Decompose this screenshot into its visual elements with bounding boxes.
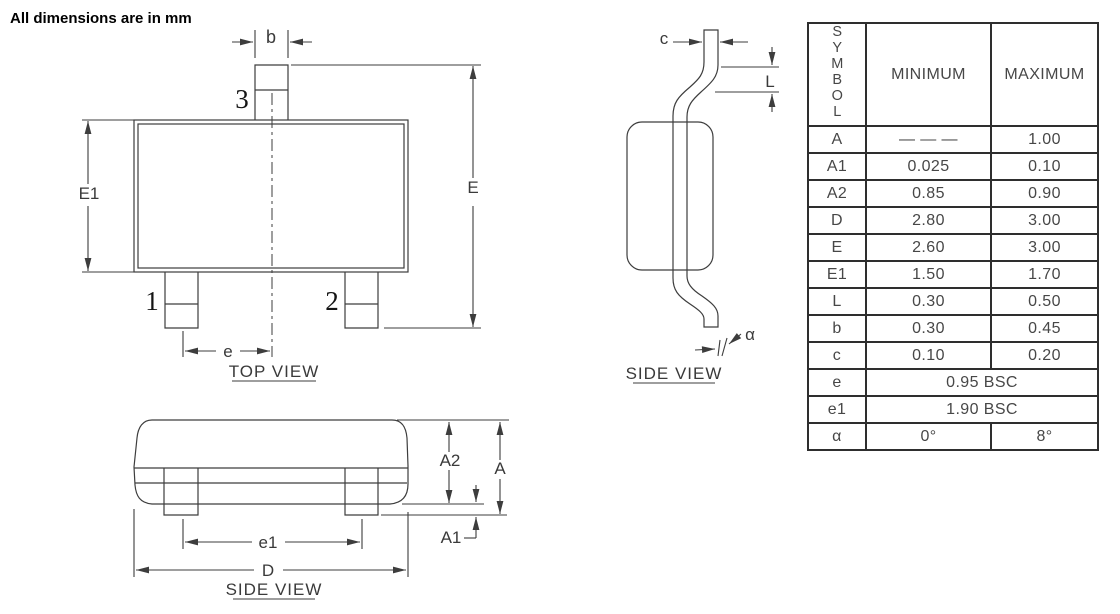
side-view-drawing: A2 A A1 e1 D SIDE VIEW <box>133 419 509 600</box>
units-note: All dimensions are in mm <box>10 10 192 27</box>
minimum-header: MINIMUM <box>865 22 992 127</box>
symbol-header-cell: SYMBOL <box>807 22 867 127</box>
symbol-cell: e <box>807 368 867 397</box>
lead-profile <box>672 29 719 328</box>
min-cell: 2.80 <box>865 206 992 235</box>
max-cell: 0.50 <box>990 287 1099 316</box>
pin3-number: 3 <box>235 84 249 114</box>
top-view-title: TOP VIEW <box>229 362 320 381</box>
symbol-cell: e1 <box>807 395 867 424</box>
package-body-inner-outline <box>137 123 405 269</box>
min-cell: 0.30 <box>865 287 992 316</box>
table-header-row: SYMBOL MINIMUM MAXIMUM <box>807 22 1099 127</box>
symbol-header: SYMBOL <box>829 24 846 120</box>
min-cell: 0.30 <box>865 314 992 343</box>
symbol-cell: α <box>807 422 867 451</box>
symbol-cell: A1 <box>807 152 867 181</box>
dim-label-alpha: α <box>745 325 755 344</box>
min-cell: 0° <box>865 422 992 451</box>
symbol-cell: b <box>807 314 867 343</box>
max-cell: 3.00 <box>990 233 1099 262</box>
table-row: A— — —1.00 <box>807 125 1099 154</box>
package-body-outline <box>133 119 409 273</box>
min-cell: 0.10 <box>865 341 992 370</box>
max-cell: 1.70 <box>990 260 1099 289</box>
symbol-cell: D <box>807 206 867 235</box>
pin2-number: 2 <box>325 286 339 316</box>
dim-label-A: A <box>494 459 506 478</box>
symbol-cell: A <box>807 125 867 154</box>
max-cell: 0.90 <box>990 179 1099 208</box>
min-cell: 0.85 <box>865 179 992 208</box>
max-cell: 0.45 <box>990 314 1099 343</box>
max-cell: 1.00 <box>990 125 1099 154</box>
min-cell: 2.60 <box>865 233 992 262</box>
symbol-cell: c <box>807 341 867 370</box>
side-body-outline <box>133 419 409 505</box>
maximum-header: MAXIMUM <box>990 22 1099 127</box>
max-cell: 3.00 <box>990 206 1099 235</box>
dim-label-b: b <box>266 27 276 47</box>
top-view-drawing: b E E1 e 3 1 2 TOP VIEW <box>79 27 481 382</box>
max-cell: 0.20 <box>990 341 1099 370</box>
symbol-cell: L <box>807 287 867 316</box>
pin1-number: 1 <box>145 286 159 316</box>
dim-label-e1: e1 <box>259 533 278 552</box>
pin2-outline <box>344 272 379 329</box>
dim-label-A1: A1 <box>441 528 462 547</box>
dim-label-L: L <box>765 72 774 91</box>
left-foot-outline <box>163 468 199 516</box>
bsc-cell: 1.90 BSC <box>865 395 1099 424</box>
pin1-outline <box>164 272 199 329</box>
max-cell: 0.10 <box>990 152 1099 181</box>
pin3-outline <box>254 64 289 120</box>
lead-side-view-title: SIDE VIEW <box>626 364 723 383</box>
dim-label-c: c <box>660 29 669 48</box>
dim-label-E1: E1 <box>79 184 100 203</box>
symbol-cell: E <box>807 233 867 262</box>
min-cell: — — — <box>865 125 992 154</box>
bsc-cell: 0.95 BSC <box>865 368 1099 397</box>
dim-label-e: e <box>223 342 232 361</box>
dim-label-D: D <box>262 561 274 580</box>
symbol-cell: A2 <box>807 179 867 208</box>
lead-view-body <box>626 121 714 271</box>
side-view-title: SIDE VIEW <box>226 580 323 599</box>
lead-side-view-drawing: c L α SIDE VIEW <box>626 29 779 384</box>
dim-label-A2: A2 <box>440 451 461 470</box>
min-cell: 0.025 <box>865 152 992 181</box>
dim-label-E: E <box>467 178 478 197</box>
min-cell: 1.50 <box>865 260 992 289</box>
symbol-cell: E1 <box>807 260 867 289</box>
right-foot-outline <box>344 468 379 516</box>
max-cell: 8° <box>990 422 1099 451</box>
